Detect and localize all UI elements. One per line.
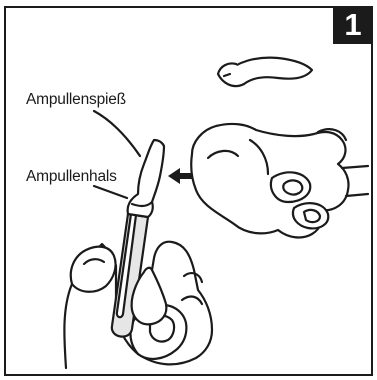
instruction-figure: Ampullenspieß Ampullenhals 1 [4,6,373,376]
pushing-hand-icon [191,58,368,238]
illustration [6,8,371,374]
spike-label: Ampullenspieß [26,91,126,109]
neck-leader-line [94,186,127,198]
neck-label: Ampullenhals [26,168,117,186]
spike-leader-line [94,111,140,156]
step-number-badge: 1 [333,6,373,44]
